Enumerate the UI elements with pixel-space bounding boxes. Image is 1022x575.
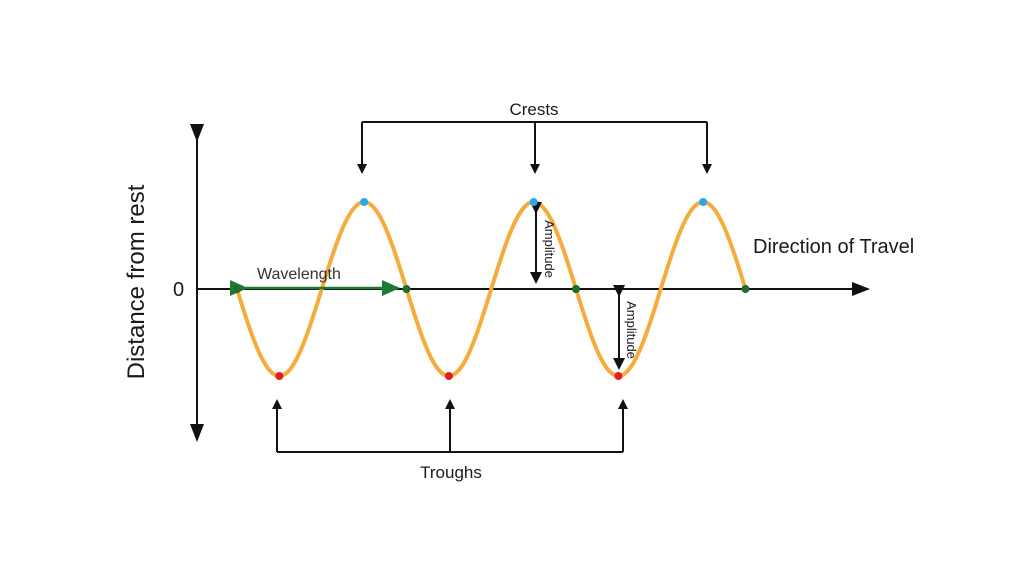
troughs-label: Troughs [420, 463, 482, 482]
direction-label: Direction of Travel [753, 236, 914, 258]
amplitude-label-crest: Amplitude [542, 220, 557, 278]
wavelength-label: Wavelength [257, 266, 341, 283]
wave-points [233, 198, 750, 380]
y-axis-label: Distance from rest [123, 184, 150, 379]
rest-point [572, 285, 580, 293]
troughs-bracket [272, 399, 628, 453]
rest-point [741, 285, 750, 293]
trough-point [614, 372, 623, 380]
crests-bracket [357, 121, 712, 174]
rest-point [402, 285, 411, 293]
crest-point [699, 198, 708, 206]
zero-label: 0 [173, 279, 184, 301]
crest-point [360, 198, 369, 206]
crests-label: Crests [509, 100, 558, 119]
trough-point [275, 372, 284, 380]
amplitude-label-trough: Amplitude [624, 301, 639, 359]
rest-point [233, 285, 241, 293]
trough-point [444, 372, 453, 380]
crest-point [529, 198, 538, 206]
